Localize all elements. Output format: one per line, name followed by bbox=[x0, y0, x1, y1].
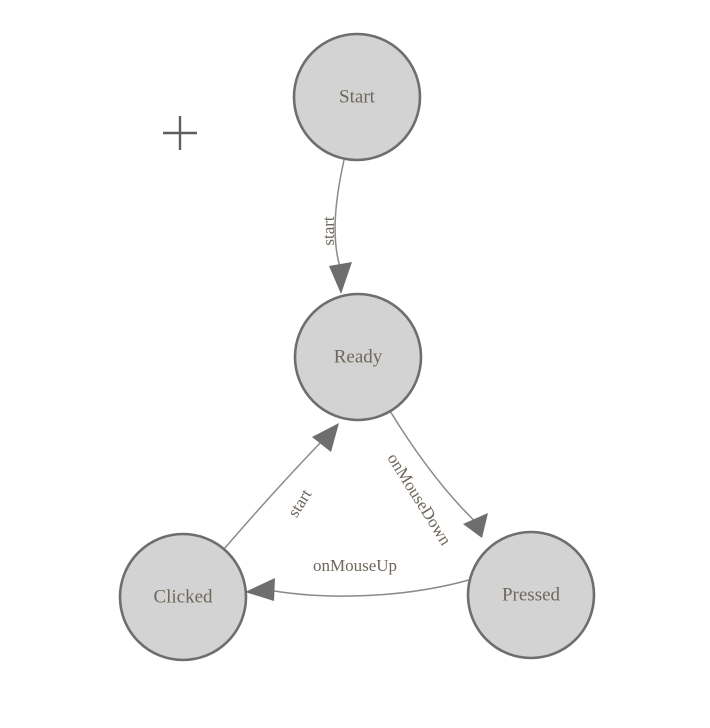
arrow-head-icon bbox=[312, 423, 339, 452]
arrow-head-icon bbox=[463, 513, 488, 538]
arrow-head-icon bbox=[329, 262, 352, 294]
edge-line bbox=[334, 159, 345, 268]
edge-line bbox=[262, 579, 470, 597]
crosshair-icon bbox=[163, 116, 197, 150]
node-label-ready: Ready bbox=[334, 346, 383, 367]
edge-label-clicked-to-ready: start bbox=[284, 485, 316, 520]
node-start[interactable]: Start bbox=[292, 32, 422, 162]
edge-start-to-ready[interactable]: start bbox=[319, 159, 352, 294]
edge-line bbox=[389, 410, 483, 529]
arrow-head-icon bbox=[245, 578, 275, 601]
node-circle[interactable] bbox=[292, 32, 422, 162]
edge-label-ready-to-pressed: onMouseDown bbox=[384, 450, 456, 549]
node-circle[interactable] bbox=[466, 530, 596, 660]
edge-line bbox=[223, 439, 324, 550]
node-label-start: Start bbox=[339, 86, 376, 107]
node-label-pressed: Pressed bbox=[502, 584, 561, 605]
edge-label-start-to-ready: start bbox=[319, 216, 338, 246]
edge-clicked-to-ready[interactable]: start bbox=[223, 423, 339, 550]
edge-label-pressed-to-clicked: onMouseUp bbox=[313, 556, 397, 575]
edge-ready-to-pressed[interactable]: onMouseDown bbox=[384, 410, 488, 549]
node-clicked[interactable]: Clicked bbox=[118, 532, 248, 662]
node-pressed[interactable]: Pressed bbox=[466, 530, 596, 660]
node-circle[interactable] bbox=[293, 292, 423, 422]
node-label-clicked: Clicked bbox=[153, 586, 213, 607]
node-circle[interactable] bbox=[118, 532, 248, 662]
node-ready[interactable]: Ready bbox=[293, 292, 423, 422]
edge-pressed-to-clicked[interactable]: onMouseUp bbox=[245, 556, 470, 601]
